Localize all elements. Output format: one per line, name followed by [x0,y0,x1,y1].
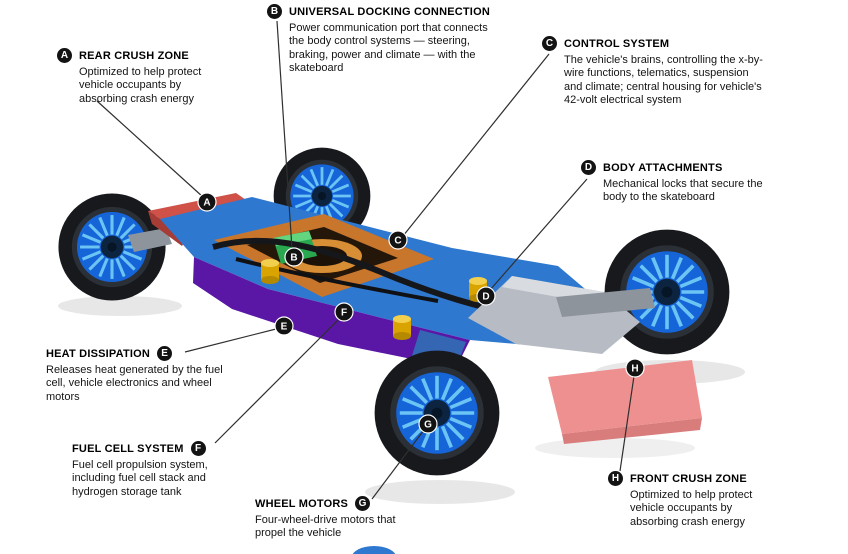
callout-front-crush-zone: H FRONT CRUSH ZONE Optimized to help pro… [608,471,798,529]
cylinder-top [469,277,487,285]
callout-head: C CONTROL SYSTEM [542,36,782,51]
callout-title: REAR CRUSH ZONE [79,49,189,62]
cable-main [212,237,501,314]
marker-circle [284,247,304,267]
callout-badge-b: B [267,4,282,19]
diagram-marker-f: F [334,302,354,322]
callout-head: A REAR CRUSH ZONE [57,48,232,63]
cylinder-body [261,263,279,280]
callout-body-attachments: D BODY ATTACHMENTS Mechanical locks that… [581,160,796,205]
diagram-marker-h: H [625,358,645,378]
callout-badge-e: E [157,346,173,361]
callout-badge-c: C [542,36,557,51]
wheel-front-left [372,348,502,478]
callout-description: Four-wheel-drive motors that propel the … [255,514,396,540]
callout-description: Mechanical locks that secure the body to… [603,178,763,204]
front-crush-zone [548,360,702,434]
callout-fuel-cell-system: FUEL CELL SYSTEM F Fuel cell propulsion … [72,441,262,499]
leader-line-e [184,328,277,353]
callout-head: FUEL CELL SYSTEM F [72,441,262,456]
rear-axle [128,228,172,252]
cylinder-base [393,332,411,340]
callout-wheel-motors: WHEEL MOTORS G Four-wheel-drive motors t… [255,496,430,541]
callout-heat-dissipation: HEAT DISSIPATION E Releases heat generat… [46,346,246,404]
leader-line-h [619,375,635,472]
marker-circle [625,358,645,378]
shadow-front-left [365,480,515,504]
front-axle [556,288,655,317]
callout-head: B UNIVERSAL DOCKING CONNECTION [267,4,507,19]
cylinder-top [261,259,279,267]
callout-badge-g: G [355,496,371,511]
marker-letter: F [341,308,347,319]
callout-head: H FRONT CRUSH ZONE [608,471,798,486]
callout-description: The vehicle's brains, controlling the x-… [564,54,763,107]
callout-badge-a: A [57,48,72,63]
callout-head: D BODY ATTACHMENTS [581,160,796,175]
shadow-front-center [535,438,695,458]
callout-description: Releases heat generated by the fuel cell… [46,364,223,403]
callout-control-system: C CONTROL SYSTEM The vehicle's brains, c… [542,36,782,108]
diagram-marker-e: E [274,316,294,336]
cropped-element [352,546,396,554]
leader-lines [96,20,635,500]
shadow-rear-left [58,296,182,316]
deck-underside [193,257,470,368]
callout-description: Power communication port that connects t… [289,22,488,75]
leader-line-b [276,20,293,250]
front-crush-zone-side [562,418,702,444]
callout-title: WHEEL MOTORS [255,497,349,510]
marker-letter: D [482,292,489,303]
leader-line-d [489,178,588,291]
marker-letter: E [281,322,288,333]
callout-title: CONTROL SYSTEM [564,37,670,50]
marker-circle [274,316,294,336]
marker-circle [197,192,217,212]
callout-description: Fuel cell propulsion system, including f… [72,459,208,498]
marker-circle [388,230,408,250]
callout-title: FUEL CELL SYSTEM [72,442,184,455]
leader-line-c [402,53,550,237]
diagram-marker-g: G [418,414,438,434]
callout-description: Optimized to help protect vehicle occupa… [79,66,202,105]
marker-letter: G [424,420,432,431]
callout-badge-f: F [190,441,206,456]
attachment-cylinder [393,315,411,340]
callout-description: Optimized to help protect vehicle occupa… [630,489,753,528]
leader-line-g [371,429,425,500]
callout-universal-docking-connection: B UNIVERSAL DOCKING CONNECTION Power com… [267,4,507,76]
diagram-marker-d: D [476,286,496,306]
callout-badge-h: H [608,471,623,486]
cylinder-base [261,276,279,284]
marker-letter: C [394,236,401,247]
marker-circle [418,414,438,434]
marker-letter: B [290,253,297,264]
leader-line-f [214,317,341,444]
callout-rear-crush-zone: A REAR CRUSH ZONE Optimized to help prot… [57,48,232,106]
attachment-cylinder [261,259,279,284]
callout-title: UNIVERSAL DOCKING CONNECTION [289,5,490,18]
callout-title: HEAT DISSIPATION [46,347,151,360]
marker-circle [476,286,496,306]
cylinder-body [393,319,411,336]
callout-badge-d: D [581,160,596,175]
diagram-marker-b: B [284,247,304,267]
cable-secondary [235,257,439,303]
callout-title: BODY ATTACHMENTS [603,161,723,174]
diagram-marker-c: C [388,230,408,250]
callout-title: FRONT CRUSH ZONE [630,472,747,485]
marker-letter: A [203,198,210,209]
cylinder-top [393,315,411,323]
diagram-marker-a: A [197,192,217,212]
marker-circle [334,302,354,322]
callout-head: WHEEL MOTORS G [255,496,430,511]
marker-letter: H [631,364,638,375]
callout-head: HEAT DISSIPATION E [46,346,246,361]
leader-line-a [96,100,204,198]
